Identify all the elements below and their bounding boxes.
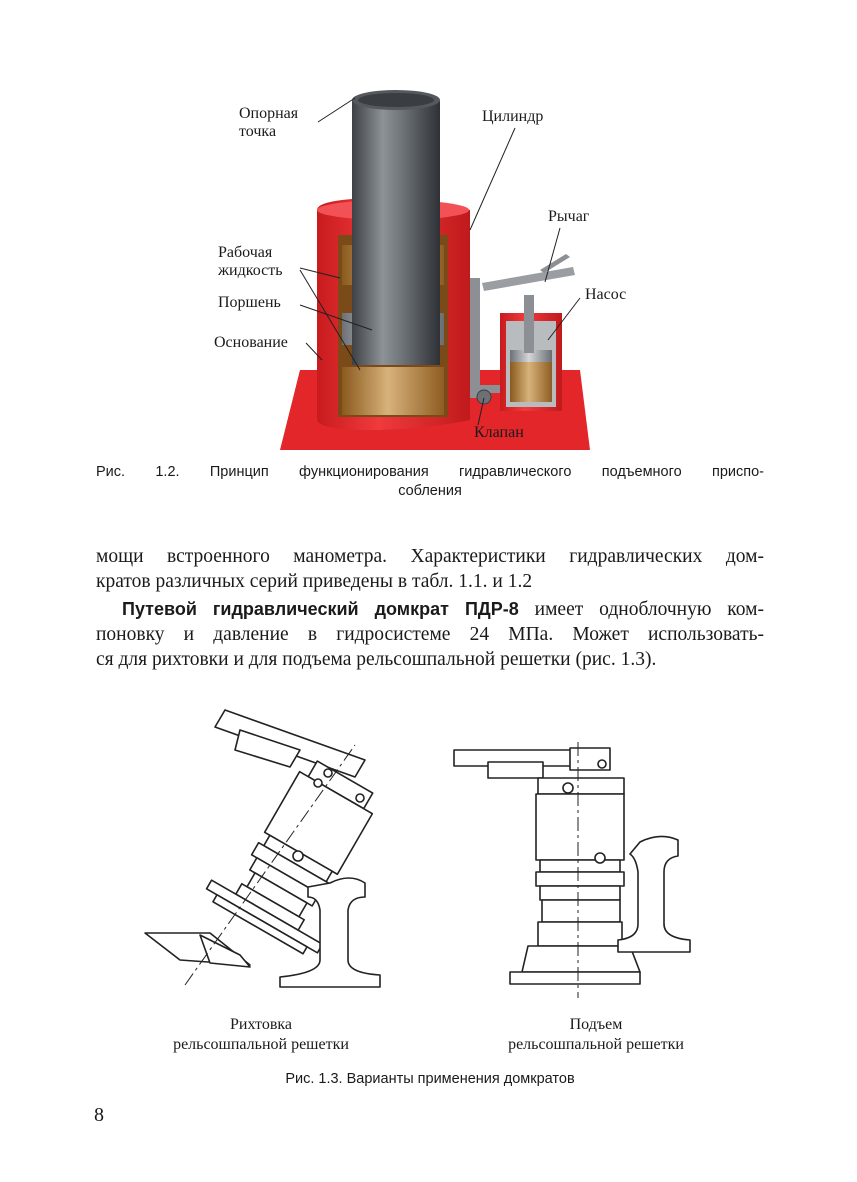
paragraph-2: Путевой гидравлический домкрат ПДР-8 име… [96, 599, 765, 670]
figure-1-2-illustration [280, 90, 590, 450]
pdr8-bold-term: Путевой гидравлический домкрат ПДР-8 [122, 599, 519, 619]
label-piston: Поршень [218, 294, 281, 311]
figure-1-3-left-drawing [144, 709, 381, 988]
label-pump: Насос [585, 286, 627, 303]
label-cylinder: Цилиндр [482, 108, 544, 125]
figure-1-2-caption: Рис. 1.2. Принцип функционирования гидра… [96, 464, 764, 499]
working-fluid-bottom [342, 367, 444, 415]
label-valve: Клапан [474, 424, 524, 441]
support-rod [352, 100, 440, 365]
label-support-point: Опорная точка [239, 105, 299, 140]
label-lever: Рычаг [548, 208, 590, 225]
figure-1-3-right-label: Подъем рельсошпальной решетки [508, 1016, 684, 1053]
page-number: 8 [94, 1104, 104, 1126]
pump-lever [482, 267, 575, 291]
figure-1-3-caption: Рис. 1.3. Варианты применения домкратов [285, 1071, 575, 1087]
label-working-fluid: Рабочая жидкость [218, 244, 283, 279]
feed-pipe [470, 278, 480, 398]
paragraph-1: мощи встроенного манометра. Характеристи… [96, 546, 764, 592]
valve [476, 389, 492, 405]
figure-1-3-left-label: Рихтовка рельсошпальной решетки [173, 1016, 349, 1053]
figure-1-2-leader-lines [299, 97, 581, 426]
pump-piston [510, 350, 552, 362]
label-base: Основание [214, 334, 288, 351]
figure-1-3-right-drawing [453, 742, 691, 998]
